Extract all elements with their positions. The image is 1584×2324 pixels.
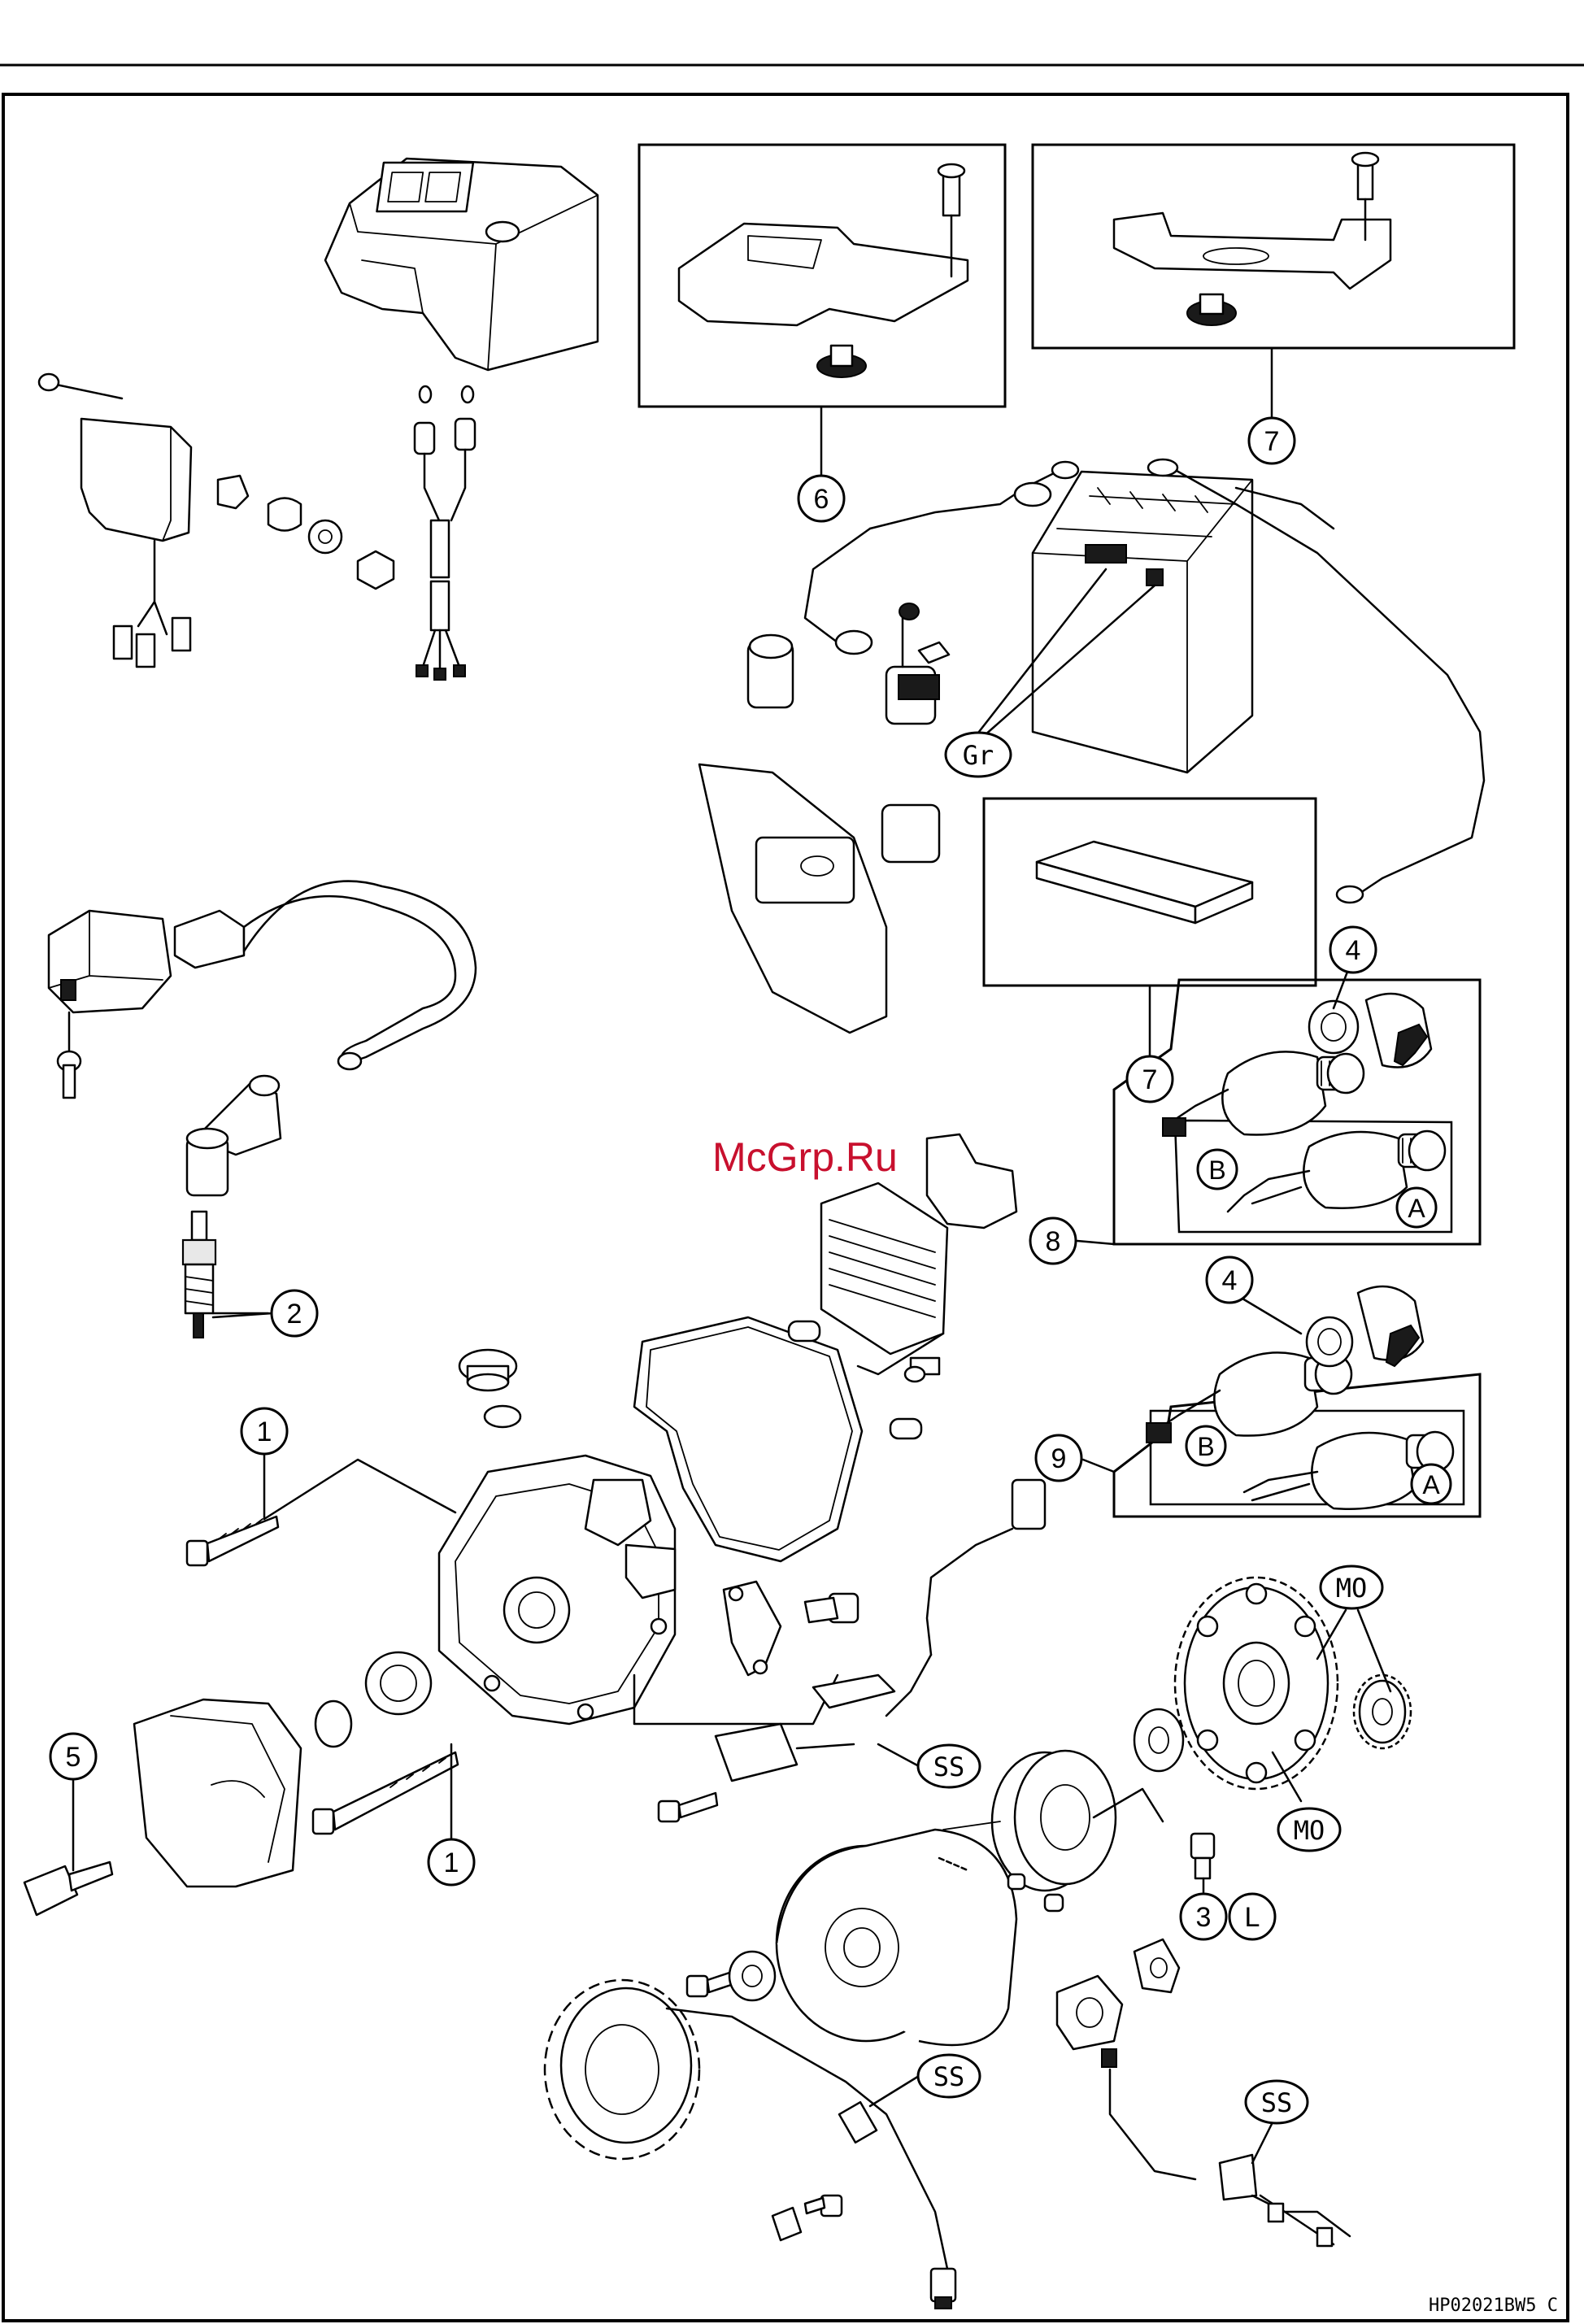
ss-label-b: SS: [918, 2055, 980, 2097]
svg-text:B: B: [1197, 1432, 1214, 1461]
spark-plug-cap: [187, 1076, 281, 1195]
mo-label-a: MO: [1321, 1566, 1382, 1608]
switch-9-label-b: B: [1186, 1426, 1225, 1465]
svg-text:B: B: [1208, 1155, 1225, 1185]
svg-text:4: 4: [1346, 935, 1361, 966]
svg-text:MO: MO: [1336, 1573, 1368, 1604]
callout-7b: 7: [1127, 1056, 1173, 1102]
cover-bolt-b: [313, 1752, 458, 1834]
ignition-coil: [49, 881, 476, 1098]
switch-9-label-a: A: [1412, 1464, 1451, 1504]
svg-text:SS: SS: [933, 1752, 965, 1782]
spark-plug: [183, 1212, 268, 1338]
svg-text:L: L: [1245, 1902, 1260, 1933]
flywheel: [777, 1830, 1016, 2045]
leader-cover-group: [634, 1675, 838, 1724]
idler-gear: [1354, 1675, 1411, 1748]
leader-1a-path: [264, 1443, 455, 1519]
svg-text:8: 8: [1046, 1226, 1061, 1257]
pickup-plate: [724, 1582, 858, 1675]
leader-ss-a: [878, 1744, 919, 1766]
svg-text:1: 1: [257, 1417, 272, 1447]
callout-4b: 4: [1207, 1257, 1252, 1303]
switch-8-label-a: A: [1397, 1188, 1436, 1227]
svg-text:7: 7: [1142, 1064, 1158, 1095]
callout-8: 8: [1030, 1218, 1076, 1264]
leader-4b: [1242, 1299, 1301, 1334]
starter-relay: [699, 603, 949, 1033]
alternator-cover: [439, 1456, 675, 1724]
svg-text:MO: MO: [1294, 1815, 1325, 1846]
battery-bracket-a: [679, 164, 968, 377]
cover-bolt-a: [187, 1517, 278, 1565]
svg-text:7: 7: [1264, 426, 1280, 457]
svg-text:A: A: [1422, 1470, 1440, 1499]
svg-text:9: 9: [1051, 1443, 1067, 1474]
svg-text:6: 6: [814, 484, 829, 515]
indicator-bulb-wiring: [415, 386, 475, 680]
switch-8-label-b: B: [1198, 1150, 1237, 1189]
starter-gear: [1175, 1578, 1338, 1789]
owners-manual: [1037, 842, 1252, 923]
harness-clamp: [772, 2196, 842, 2240]
ignition-key-9: [1307, 1286, 1423, 1366]
svg-text:SS: SS: [933, 2061, 965, 2092]
watermark: McGrp.Ru: [712, 1134, 898, 1180]
svg-text:3: 3: [1196, 1902, 1212, 1933]
drawing-code: HP02021BW5 C: [1429, 2296, 1558, 2316]
leader-ss-b: [870, 2076, 919, 2106]
svg-text:A: A: [1408, 1194, 1425, 1223]
callout-4a: 4: [1330, 927, 1376, 973]
callout-1b: 1: [429, 1839, 474, 1885]
svg-text:5: 5: [66, 1742, 81, 1773]
ignition-switch-8: [1163, 1051, 1445, 1212]
svg-text:4: 4: [1222, 1265, 1238, 1296]
callout-5: 5: [50, 1734, 96, 1779]
callout-9: 9: [1036, 1435, 1081, 1481]
flywheel-bolt: [1191, 1834, 1214, 1878]
svg-text:1: 1: [444, 1847, 459, 1878]
callout-2: 2: [272, 1290, 317, 1336]
callout-6: 6: [799, 476, 844, 521]
bearing-oring: [315, 1652, 431, 1747]
leader-ss-c: [1252, 2122, 1273, 2163]
thrust-washer: [1134, 1709, 1183, 1771]
battery-bracket-b: [1114, 153, 1390, 325]
gr-label: Gr: [963, 740, 994, 771]
svg-text:2: 2: [287, 1299, 302, 1330]
mo-label-b: MO: [1278, 1808, 1340, 1851]
turn-signal-relay: [39, 374, 394, 667]
oil-filler-cap-oring: [459, 1350, 520, 1427]
callout-3: 3: [1181, 1894, 1226, 1939]
clutch-cover: [24, 1699, 301, 1915]
indicator-housing: [325, 159, 598, 370]
ss-label-a: SS: [918, 1745, 980, 1787]
callout-L: L: [1229, 1894, 1275, 1939]
ss-label-c: SS: [1246, 2081, 1308, 2123]
callout-7a: 7: [1249, 418, 1295, 463]
callout-1a: 1: [242, 1408, 287, 1454]
svg-text:SS: SS: [1261, 2087, 1293, 2118]
